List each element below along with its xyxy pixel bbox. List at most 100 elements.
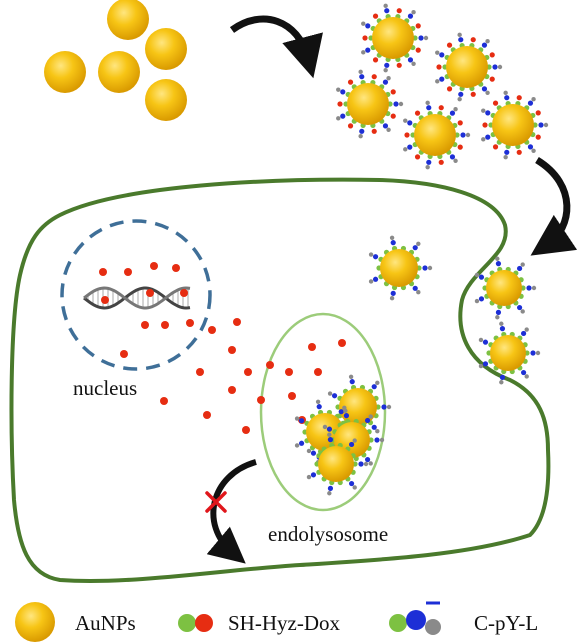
ligand-blue-dot bbox=[348, 441, 355, 448]
ligand-gray-dot bbox=[478, 363, 484, 369]
ligand-blue-dot bbox=[365, 47, 371, 53]
endolysosome-label: endolysosome bbox=[268, 522, 388, 546]
ligand-blue-dot bbox=[482, 361, 489, 367]
dox-dot bbox=[285, 368, 293, 376]
gold-core bbox=[490, 335, 526, 371]
nucleus-boundary bbox=[60, 219, 212, 371]
ligand-blue-dot bbox=[340, 113, 346, 119]
ligand-gray-dot bbox=[481, 108, 486, 113]
dox-dot bbox=[337, 101, 343, 107]
ligand-blue-dot bbox=[449, 154, 456, 160]
ligand-blue-dot bbox=[338, 409, 344, 415]
dox-dot bbox=[371, 128, 377, 134]
ligand-gray-dot bbox=[524, 327, 529, 332]
dox-dot bbox=[150, 262, 158, 270]
dox-dot bbox=[186, 319, 194, 327]
ligand-blue-dot bbox=[492, 64, 498, 70]
gold-nanoparticle bbox=[98, 51, 140, 93]
dox-dot bbox=[470, 37, 476, 43]
gold-nanoparticle bbox=[107, 0, 149, 40]
dox-dot bbox=[101, 296, 109, 304]
dox-dot bbox=[415, 23, 421, 29]
ligand-blue-dot bbox=[485, 110, 491, 116]
ligand-blue-dot bbox=[478, 274, 485, 280]
ligand-blue-dot bbox=[504, 95, 510, 101]
ligand-gray-dot bbox=[543, 122, 549, 128]
ligand-gray-dot bbox=[315, 399, 321, 404]
ligand-blue-dot bbox=[374, 437, 380, 443]
ligand-blue-dot bbox=[439, 76, 445, 82]
ligand-gray-dot bbox=[389, 235, 395, 240]
nanoparticles bbox=[44, 0, 549, 496]
ligand-blue-dot bbox=[516, 304, 523, 311]
dox-dot bbox=[489, 52, 495, 58]
functionalized-nanoparticle bbox=[478, 321, 541, 385]
dox-dot bbox=[124, 268, 132, 276]
ligand-blue-dot bbox=[298, 440, 305, 446]
dox-dot bbox=[362, 35, 368, 41]
ligand-blue-dot bbox=[384, 62, 390, 68]
curved-arrow-icon bbox=[229, 15, 323, 79]
ligand-gray-dot bbox=[416, 290, 421, 295]
gold-core bbox=[372, 17, 414, 59]
ligand-gray-dot bbox=[457, 32, 462, 38]
functionalized-nanoparticle bbox=[361, 3, 429, 73]
dox-dot bbox=[404, 132, 410, 138]
ligand-gray-dot bbox=[465, 132, 471, 138]
ligand-gray-dot bbox=[361, 50, 366, 55]
ligand-gray-dot bbox=[398, 101, 404, 107]
ligand-blue-dot bbox=[520, 330, 527, 337]
dox-dot bbox=[208, 326, 216, 334]
gold-core bbox=[318, 446, 354, 482]
ligand-blue-dot bbox=[331, 393, 338, 399]
ligand-blue-dot bbox=[516, 265, 523, 272]
ligand-blue-dot bbox=[359, 128, 365, 134]
ligand-blue-dot bbox=[358, 461, 364, 467]
ligand-gray-dot bbox=[435, 50, 440, 55]
ligand-blue-dot bbox=[418, 35, 424, 41]
ligand-blue-dot bbox=[458, 91, 464, 97]
ligand-gray-dot bbox=[403, 147, 408, 152]
gold-core bbox=[380, 249, 418, 287]
functionalized-nanoparticle bbox=[306, 432, 369, 496]
ligand-gray-dot bbox=[294, 416, 300, 421]
ligand-blue-dot bbox=[326, 426, 333, 432]
dox-dot bbox=[228, 346, 236, 354]
dox-dot bbox=[390, 89, 396, 95]
ligand-gray-dot bbox=[386, 75, 391, 81]
ligand-gray-dot bbox=[375, 380, 380, 385]
ligand-blue-dot bbox=[485, 134, 491, 140]
ligand-gray-dot bbox=[499, 321, 504, 326]
ligand-blue-dot bbox=[504, 149, 510, 155]
ligand-blue-dot bbox=[499, 374, 506, 380]
released-dox-dots bbox=[99, 262, 346, 434]
dox-dot bbox=[180, 289, 188, 297]
ligand-blue-dot bbox=[482, 339, 489, 345]
ligand-blue-dot bbox=[371, 384, 377, 390]
ligand-gray-dot bbox=[485, 90, 490, 96]
ligand-blue-dot bbox=[327, 437, 334, 443]
gold-nanoparticle bbox=[145, 79, 187, 121]
ligand-blue-dot bbox=[426, 159, 432, 165]
dox-dot bbox=[242, 426, 250, 434]
ligand-blue-dot bbox=[526, 285, 532, 291]
ligand-blue-dot bbox=[359, 74, 365, 80]
ligand-gray-dot bbox=[383, 3, 388, 9]
ligand-gray-dot bbox=[343, 408, 348, 413]
ligand-gray-dot bbox=[389, 296, 395, 301]
dox-dot bbox=[161, 321, 169, 329]
ligand-blue-dot bbox=[372, 276, 379, 282]
ligand-gray-dot bbox=[427, 265, 433, 271]
dox-dot bbox=[390, 113, 396, 119]
ligand-blue-dot bbox=[527, 144, 534, 150]
ligand-blue-dot bbox=[426, 105, 432, 111]
ligand-blue-dot bbox=[520, 369, 527, 376]
dox-dot bbox=[436, 64, 442, 70]
functionalized-nanoparticle bbox=[435, 32, 503, 102]
dox-dot bbox=[146, 289, 154, 297]
red-x-icon bbox=[205, 491, 227, 513]
ligand-blue-dot bbox=[381, 404, 387, 410]
ligand-blue-dot bbox=[407, 57, 414, 63]
ligand-gray-dot bbox=[524, 374, 529, 379]
